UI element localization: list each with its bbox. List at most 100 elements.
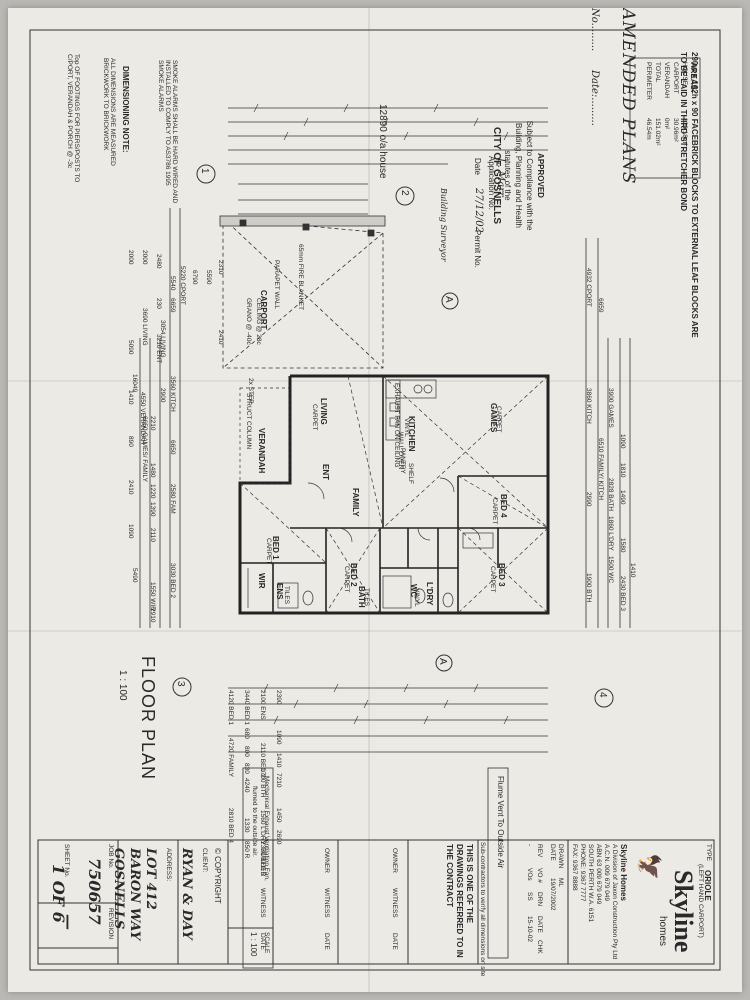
dimension-label: 1410 [275,753,282,768]
client-name: RYAN & DAY [179,848,194,940]
dimension-label: 1580 [619,538,626,553]
dimension-label: 6659 [597,298,604,313]
date-value: 19/07/2002 [549,878,556,911]
dimension-label: 2480 [155,254,162,269]
dimension-label: 2390 [275,690,282,705]
floor-plan-title: FLOOR PLAN [138,656,158,781]
dimension-label: 1860 L'DRY [607,516,614,551]
stamp-date-value: 27/12/02 [473,188,484,233]
area-row: VERANDAH 0m² [662,62,671,145]
area-value: 46.54m [645,118,652,140]
drawing-note: THIS IS ONE OF THE DRAWINGS REFERRED TO … [445,844,474,958]
revision-value: — [59,914,78,930]
area-value: 151.02m² [654,118,661,146]
dimension-label: 4240 [243,778,250,793]
room-label: BED 1 [271,536,280,560]
revision-header-row: REVVO #DRNDATECHK [534,844,544,964]
dimension-label: 4932 CPORT [585,268,592,307]
job-number: 750657 [85,858,104,925]
dimension-label: 1810 [619,463,626,478]
room-label: ENT [321,464,330,480]
dimension-label: 5590 [205,270,212,285]
company-line: A Division of Jaxon Construction Pty Ltd [611,844,618,960]
room-note: CARPET [311,404,318,431]
dimension-label: 680 [243,728,250,739]
area-row: TOTAL 151.02m² [653,62,662,145]
owner-label: OWNER [391,848,398,873]
dimension-label: 6650 [169,440,176,455]
drawn-label: DRAWN [557,844,564,869]
company-line: ABN 63 009 679 049 [595,844,602,905]
dimension-label: 1480 [149,463,156,478]
company-line: A.C.N. 009 679 049 [603,844,610,902]
area-label: CARPORT [672,62,679,94]
room-note: CARPET [495,406,502,433]
type-label: TYPE [705,844,712,861]
elevation-marker: 4 [597,692,608,698]
amended-plans-heading: AMENDED PLANS [618,8,638,185]
flume-vent-note: Flume Vent To Outside Air [496,776,505,869]
job-label: JOB No. [107,844,114,869]
areas-title: AREAS: [689,62,698,93]
room-label: BED 3 [497,563,506,587]
dimension-label: 2000 [141,250,148,265]
date3-label: DATE [323,933,330,950]
dimension-label: 2990 [585,492,592,507]
stamp-surveyor: Building Surveyor [439,188,448,262]
dimension-label: 5090 [127,340,134,355]
dimension-label: 1900 BTH [585,573,592,603]
dimension-label: 3690 LIVING [141,308,148,346]
dimension-label: 2000 [127,250,134,265]
area-label: TOTAL [654,62,661,83]
room-note: 65mm FIRE BLANKET [297,244,304,311]
dimension-label: 6510 FAMILY/ KITCH [597,438,604,501]
dimension-label: 3440 BED 1 [243,690,250,726]
dimension-label: 1090 [275,730,282,745]
room-note: CARPET [489,566,496,593]
area-label: VERANDAH [663,62,670,99]
room-note: CARPET [265,538,272,565]
fold-line [8,380,742,382]
dimension-label: 2100 ENS [259,690,266,720]
dimension-label: 1550 WIR [149,582,156,611]
area-row: CARPORT30.96m² [671,62,680,145]
dimensioning-note-title: DIMENSIONING NOTE: [121,66,130,153]
stamp-permit: Permit No. [473,230,482,268]
scale-label: SCALE [263,932,270,954]
revision-label: REVISION [107,908,114,940]
revision-header: REV [536,844,543,858]
amended-no: No......... [589,8,600,52]
elevation-marker: 3 [175,681,186,687]
room-note: CARPET [343,566,350,593]
revision-cell: SS [526,892,533,901]
type-value: ORIOLE [703,870,712,901]
area-value: 0m² [663,118,670,130]
witness-label: WITNESS [391,888,398,918]
dimension-label: 1390 [149,502,156,517]
company-name: Skyline Homes [619,844,628,901]
revision-header: CHK [536,940,543,954]
dimension-label: 6659 [169,298,176,313]
dimension-label: 5220 CPORT [179,266,186,305]
room-label: BED 2 [349,563,358,587]
area-label: PERIMETER [645,62,652,100]
elevation-marker: 2 [399,190,410,196]
area-label: HOUSE [681,62,688,86]
dimension-label: 5490 [131,568,138,583]
room-note: 2x STEP [247,378,254,404]
revision-header: DATE [536,916,543,933]
stamp-title: APPROVED [536,153,545,198]
area-row: PERIMETER 46.54m [644,62,653,145]
dimension-label: 4720 FAMILY [227,738,234,777]
type-sub: (LEFT HAND CARPORT) [697,864,704,938]
revision-header: DRN [536,892,543,907]
room-note: PANTRY [399,448,406,474]
brand-sub: homes [657,916,668,947]
dimension-label: 4550 VERANDAH [139,392,146,445]
area-row: HOUSE120.18m² [680,62,689,145]
owner2-label: OWNER [323,848,330,873]
dimension-label: 3900 GAMES [607,388,614,428]
dimension-label: 1330 [243,818,250,833]
company-line: PHONE: 9367 7777 [579,844,586,902]
